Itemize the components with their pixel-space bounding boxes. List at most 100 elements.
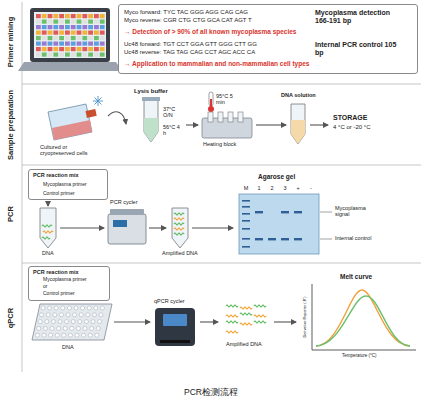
agarose-gel	[239, 194, 332, 254]
plate-well	[95, 333, 99, 337]
screen-cell	[77, 47, 82, 51]
thermometer	[208, 92, 214, 112]
screen-cell	[100, 42, 105, 46]
gel-band	[294, 211, 302, 213]
gel-band	[242, 228, 250, 230]
laptop-icon	[30, 8, 110, 62]
plate-well	[75, 333, 79, 337]
plate-well	[94, 306, 98, 310]
cell-flask	[85, 109, 96, 118]
node-text: Myco reverse: CGR CTG CTG GCA CAT AGT T	[124, 17, 252, 24]
screen-cell	[94, 36, 99, 40]
dna-strand	[226, 321, 238, 323]
arrows	[186, 124, 198, 125]
screen-cell	[48, 53, 53, 57]
row-separator	[22, 2, 23, 372]
plate-well	[49, 333, 53, 337]
plate-well	[87, 306, 91, 310]
row-label: Primer mining	[7, 17, 16, 67]
dna-strand	[240, 307, 252, 309]
screen-cell	[48, 20, 53, 24]
node-text: PCR reaction mix	[33, 172, 79, 178]
screen-cell	[77, 31, 82, 35]
snowflake	[95, 98, 102, 105]
pcr-tube	[172, 208, 188, 248]
label: 4 °C or -20 °C	[333, 124, 370, 131]
lysis-tube	[142, 97, 160, 142]
plate-well	[71, 320, 75, 324]
screen-cell	[65, 25, 70, 29]
screen-cell	[82, 31, 87, 35]
plate-well	[57, 326, 61, 330]
label: M	[244, 185, 249, 191]
qpcr-cycler	[155, 308, 195, 346]
label: PCR cycler	[110, 199, 138, 205]
screen-cell	[59, 20, 64, 24]
screen-cell	[53, 36, 58, 40]
label: DNA	[42, 250, 54, 256]
dna-strand	[174, 213, 184, 215]
heating-block	[202, 112, 252, 138]
gel-band	[281, 211, 289, 213]
screen-cell	[65, 36, 70, 40]
row-separator	[22, 263, 421, 264]
screen-cell	[48, 42, 53, 46]
plate-well	[81, 306, 85, 310]
row-label: PCR	[7, 206, 16, 222]
screen-cell	[94, 47, 99, 51]
plate-well	[99, 313, 103, 317]
label: Mycoplasma signal	[335, 205, 375, 218]
dna-tube	[291, 104, 305, 144]
dna-strand	[174, 228, 184, 230]
plate-well	[67, 306, 71, 310]
screen-cell	[71, 53, 76, 57]
pcr-tube	[48, 202, 49, 206]
label: 3	[283, 185, 286, 191]
screen-cell	[42, 14, 47, 18]
screen-cell	[77, 25, 82, 29]
plate-well	[59, 313, 63, 317]
dna-strand	[174, 233, 184, 235]
plate-well	[76, 326, 80, 330]
row-label: Sample preparation	[7, 90, 16, 160]
plate-well	[79, 313, 83, 317]
label: qPCR cycler	[154, 298, 185, 304]
screen-cell	[100, 36, 105, 40]
label: 37°C O/N	[163, 106, 183, 119]
screen-cell	[77, 42, 82, 46]
reaction-mix-box: PCR reaction mixMycoplasma primerorContr…	[28, 266, 110, 301]
melt-curve-plot	[312, 350, 416, 351]
node-text: Internal PCR control 105 bp	[315, 41, 401, 57]
screen-cell	[42, 25, 47, 29]
plate-well	[53, 313, 57, 317]
dna-strand	[43, 231, 53, 233]
thermometer	[208, 106, 214, 112]
screen-cell	[94, 25, 99, 29]
screen-cell	[88, 14, 93, 18]
screen-cell	[65, 47, 70, 51]
screen-cell	[100, 47, 105, 51]
label: -	[310, 185, 312, 191]
screen-cell	[77, 36, 82, 40]
screen-cell	[88, 53, 93, 57]
label: 1	[257, 185, 260, 191]
pcr-cycler	[108, 214, 146, 244]
screen-cell	[59, 31, 64, 35]
node-text: Myco forward: TYC TAC GGG AGG CAG CAG	[124, 9, 248, 16]
agarose-gel	[320, 212, 332, 213]
screen-cell	[71, 20, 76, 24]
node-text: Mycoplasma primer	[43, 277, 87, 283]
screen-cell	[71, 14, 76, 18]
plate-well	[61, 306, 65, 310]
plate-well	[40, 313, 44, 317]
laptop-icon	[18, 8, 122, 71]
screen-cell	[100, 20, 105, 24]
label: DNA solution	[281, 92, 316, 98]
screen-cell	[71, 25, 76, 29]
screen-cell	[42, 20, 47, 24]
plate-well	[70, 326, 74, 330]
plate-well	[43, 326, 47, 330]
screen-cell	[71, 36, 76, 40]
node-text: Uc48 forward: TGT CCT GGA GTT GGG CTT GG	[124, 41, 257, 48]
plate-well	[78, 320, 82, 324]
